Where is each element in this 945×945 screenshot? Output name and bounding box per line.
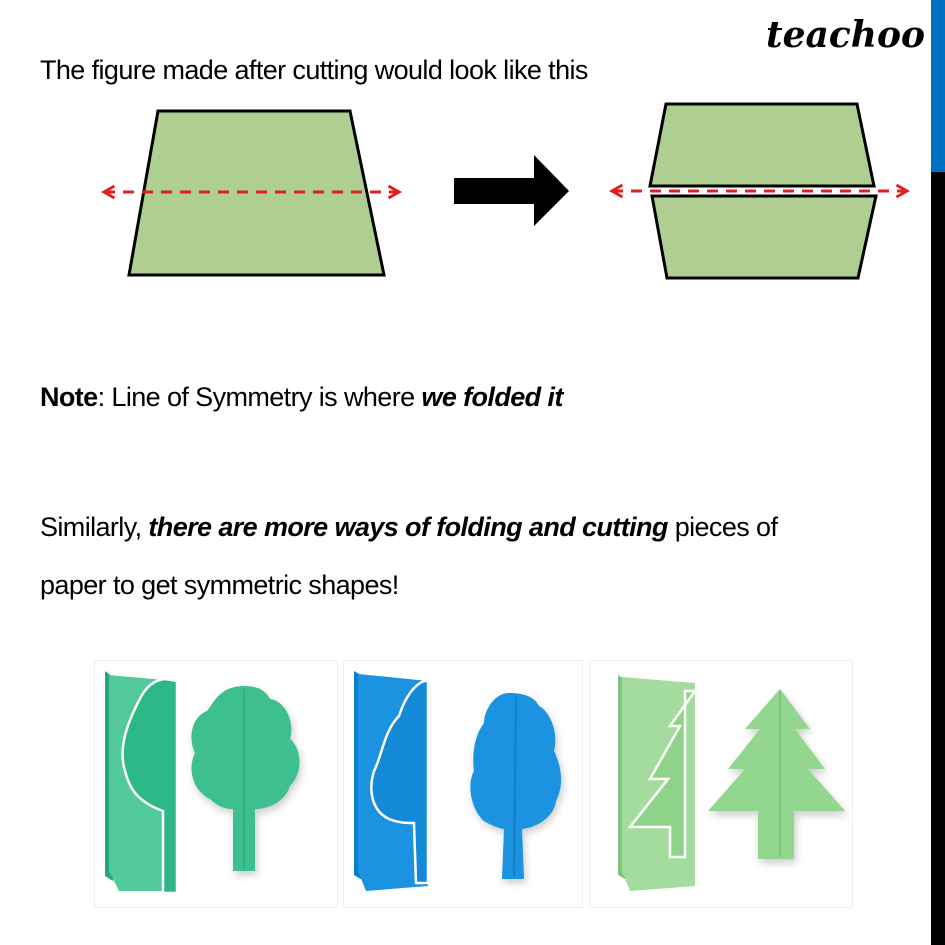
photo-oval-tree xyxy=(343,660,583,908)
note-label: Note xyxy=(40,382,98,412)
photo-pine-tree xyxy=(589,660,853,908)
similarly-emphasis: there are more ways of folding and cutti… xyxy=(148,512,668,542)
similarly-line-1: Similarly, there are more ways of foldin… xyxy=(40,512,778,542)
note-text: Note: Line of Symmetry is where we folde… xyxy=(40,382,563,412)
similarly-line-2: paper to get symmetric shapes! xyxy=(40,570,399,600)
side-base-bar xyxy=(931,172,945,945)
photo-round-tree xyxy=(94,660,338,908)
cutting-diagram xyxy=(100,102,911,280)
intro-text: The figure made after cutting would look… xyxy=(40,55,588,85)
cut-trapezoids xyxy=(608,102,911,280)
right-arrow-icon xyxy=(454,155,569,226)
teachoo-logo: teachoo xyxy=(766,14,925,56)
note-emphasis: we folded it xyxy=(421,382,563,412)
original-trapezoid xyxy=(100,109,403,277)
side-accent-bar xyxy=(931,0,945,172)
